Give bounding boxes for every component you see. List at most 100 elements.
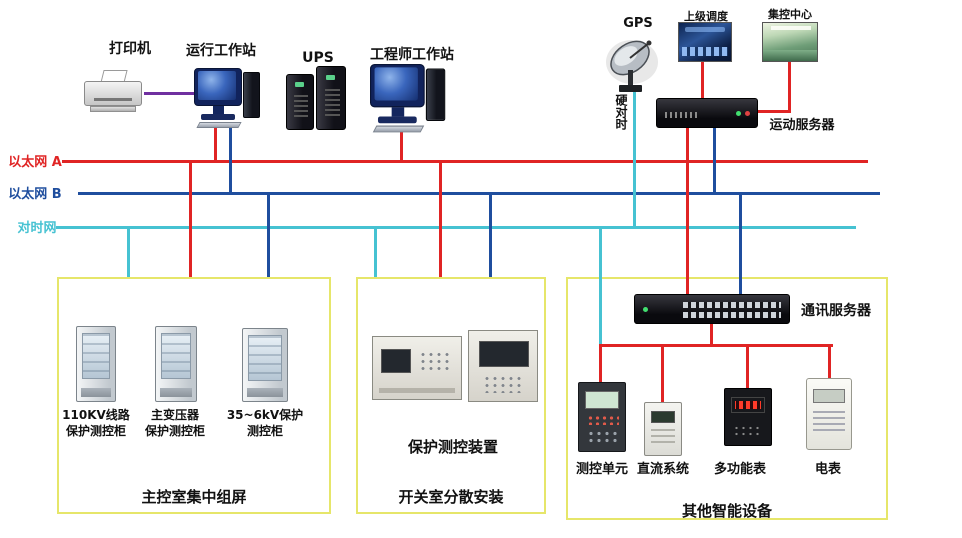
hard-time-sync-label: 硬对时 bbox=[614, 94, 628, 130]
ups-label: UPS bbox=[302, 50, 334, 66]
smart-devices-dist-line bbox=[599, 344, 833, 347]
operator-ws-drop-b bbox=[229, 126, 232, 194]
operator-monitor-screen bbox=[198, 71, 236, 100]
panel-room-drop-a bbox=[189, 163, 192, 277]
printer-image bbox=[82, 70, 144, 116]
gps-antenna-image bbox=[604, 32, 664, 94]
dispatch-room-screens bbox=[682, 47, 728, 56]
printer-output-slot bbox=[94, 98, 132, 101]
cabinet-base bbox=[81, 388, 111, 397]
server-vents bbox=[665, 112, 699, 118]
cabinet-base bbox=[247, 388, 283, 397]
central-room-lights bbox=[771, 26, 811, 30]
panel-room-drop-timesync bbox=[127, 229, 130, 277]
central-to-server-line-v bbox=[788, 60, 791, 112]
comm-server-image bbox=[634, 294, 790, 324]
time-sync-bus-line bbox=[56, 226, 856, 229]
ethernet-b-bus-line bbox=[78, 192, 880, 195]
cabinet-main-transformer bbox=[155, 326, 197, 402]
ethernet-a-bus-line bbox=[62, 160, 868, 163]
operator-pc-tower bbox=[243, 72, 260, 118]
smart-devices-box bbox=[566, 277, 888, 520]
cabinet-35-6kv bbox=[242, 328, 288, 402]
energy-meter-image bbox=[806, 378, 852, 450]
ups-vent bbox=[325, 89, 340, 117]
upper-dispatch-label: 上级调度 bbox=[684, 10, 728, 23]
upper-dispatch-photo bbox=[678, 22, 732, 62]
printer-cable bbox=[144, 92, 196, 95]
operator-ws-label: 运行工作站 bbox=[186, 43, 256, 59]
dc-system-faceplate bbox=[651, 429, 675, 447]
ctrl-unit-display bbox=[585, 391, 619, 409]
multimeter-label: 多功能表 bbox=[713, 462, 766, 477]
dispatch-room-lights bbox=[685, 27, 725, 32]
panel-room-caption: 主控室集中组屏 bbox=[141, 488, 247, 506]
server-led-green bbox=[736, 111, 741, 116]
engineer-ws-drop-a bbox=[400, 132, 403, 162]
multimeter-drop bbox=[746, 344, 749, 388]
smart-devices-caption: 其他智能设备 bbox=[681, 502, 772, 520]
ctrl-unit-label: 测控单元 bbox=[575, 462, 628, 477]
ups-led bbox=[326, 75, 335, 80]
server-drop-a bbox=[686, 126, 689, 294]
device-strip bbox=[379, 388, 455, 393]
protection-device-label: 保护测控装置 bbox=[407, 438, 498, 456]
operator-monitor-stand bbox=[213, 106, 224, 114]
device-buttons bbox=[419, 351, 453, 373]
dispatch-to-server-line bbox=[701, 60, 704, 98]
engineer-workstation-image bbox=[370, 64, 446, 135]
engineer-monitor-stand bbox=[391, 107, 405, 117]
switch-room-box bbox=[356, 277, 546, 514]
ups-vent bbox=[294, 95, 308, 119]
cabinet-front-panel bbox=[161, 333, 191, 379]
protection-device-left bbox=[372, 336, 462, 400]
central-control-photo bbox=[762, 22, 818, 62]
device-display bbox=[381, 349, 411, 373]
dc-system-display bbox=[651, 411, 675, 423]
operator-monitor-base bbox=[201, 114, 235, 120]
printer-tray bbox=[90, 106, 136, 112]
cabinet-110kv-label: 110KV线路 保护测控柜 bbox=[62, 408, 130, 438]
central-control-label: 集控中心 bbox=[768, 8, 812, 21]
multimeter-image bbox=[724, 388, 772, 446]
device-keypad bbox=[483, 375, 525, 393]
comm-server-ports-row2 bbox=[683, 312, 781, 318]
comm-server-label: 通讯服务器 bbox=[801, 303, 871, 319]
cabinet-base bbox=[160, 388, 192, 397]
cabinet-front-panel bbox=[248, 335, 282, 381]
smart-devices-drop-b bbox=[739, 194, 742, 294]
central-room-floor bbox=[763, 50, 817, 61]
multimeter-buttons bbox=[733, 425, 763, 437]
energy-meter-display bbox=[813, 389, 845, 403]
cabinet-main-transformer-label: 主变压器 保护测控柜 bbox=[144, 408, 205, 438]
printer-label: 打印机 bbox=[109, 41, 151, 57]
telemetry-server-label: 运动服务器 bbox=[769, 118, 835, 133]
energy-meter-faceplate bbox=[813, 411, 845, 435]
engineer-ws-label: 工程师工作站 bbox=[370, 47, 454, 63]
engineer-monitor-screen bbox=[374, 67, 418, 101]
engineer-pc-tower bbox=[425, 68, 446, 121]
panel-room-box bbox=[57, 277, 331, 514]
ups-led bbox=[295, 82, 304, 87]
engineer-monitor-base bbox=[377, 116, 417, 124]
energy-meter-label: 电表 bbox=[814, 462, 841, 477]
server-drop-b bbox=[713, 126, 716, 194]
gps-label: GPS bbox=[623, 16, 653, 31]
ups-tower-left bbox=[286, 74, 314, 130]
time-sync-label: 对时网 bbox=[17, 221, 57, 236]
engineer-keyboard bbox=[372, 125, 425, 133]
dc-system-label: 直流系统 bbox=[636, 462, 689, 477]
gps-time-sync-line bbox=[633, 90, 636, 228]
protection-device-right bbox=[468, 330, 538, 402]
cabinet-front-panel bbox=[82, 333, 110, 379]
ctrl-unit-buttons bbox=[587, 430, 619, 443]
comm-server-led bbox=[643, 307, 648, 312]
operator-workstation-image bbox=[194, 68, 260, 130]
panel-room-drop-b bbox=[267, 195, 270, 277]
device-display bbox=[479, 341, 529, 367]
gps-dish-icon bbox=[606, 40, 658, 92]
comm-server-drop bbox=[710, 324, 713, 344]
multimeter-display bbox=[731, 397, 765, 413]
dc-system-drop bbox=[661, 344, 664, 402]
